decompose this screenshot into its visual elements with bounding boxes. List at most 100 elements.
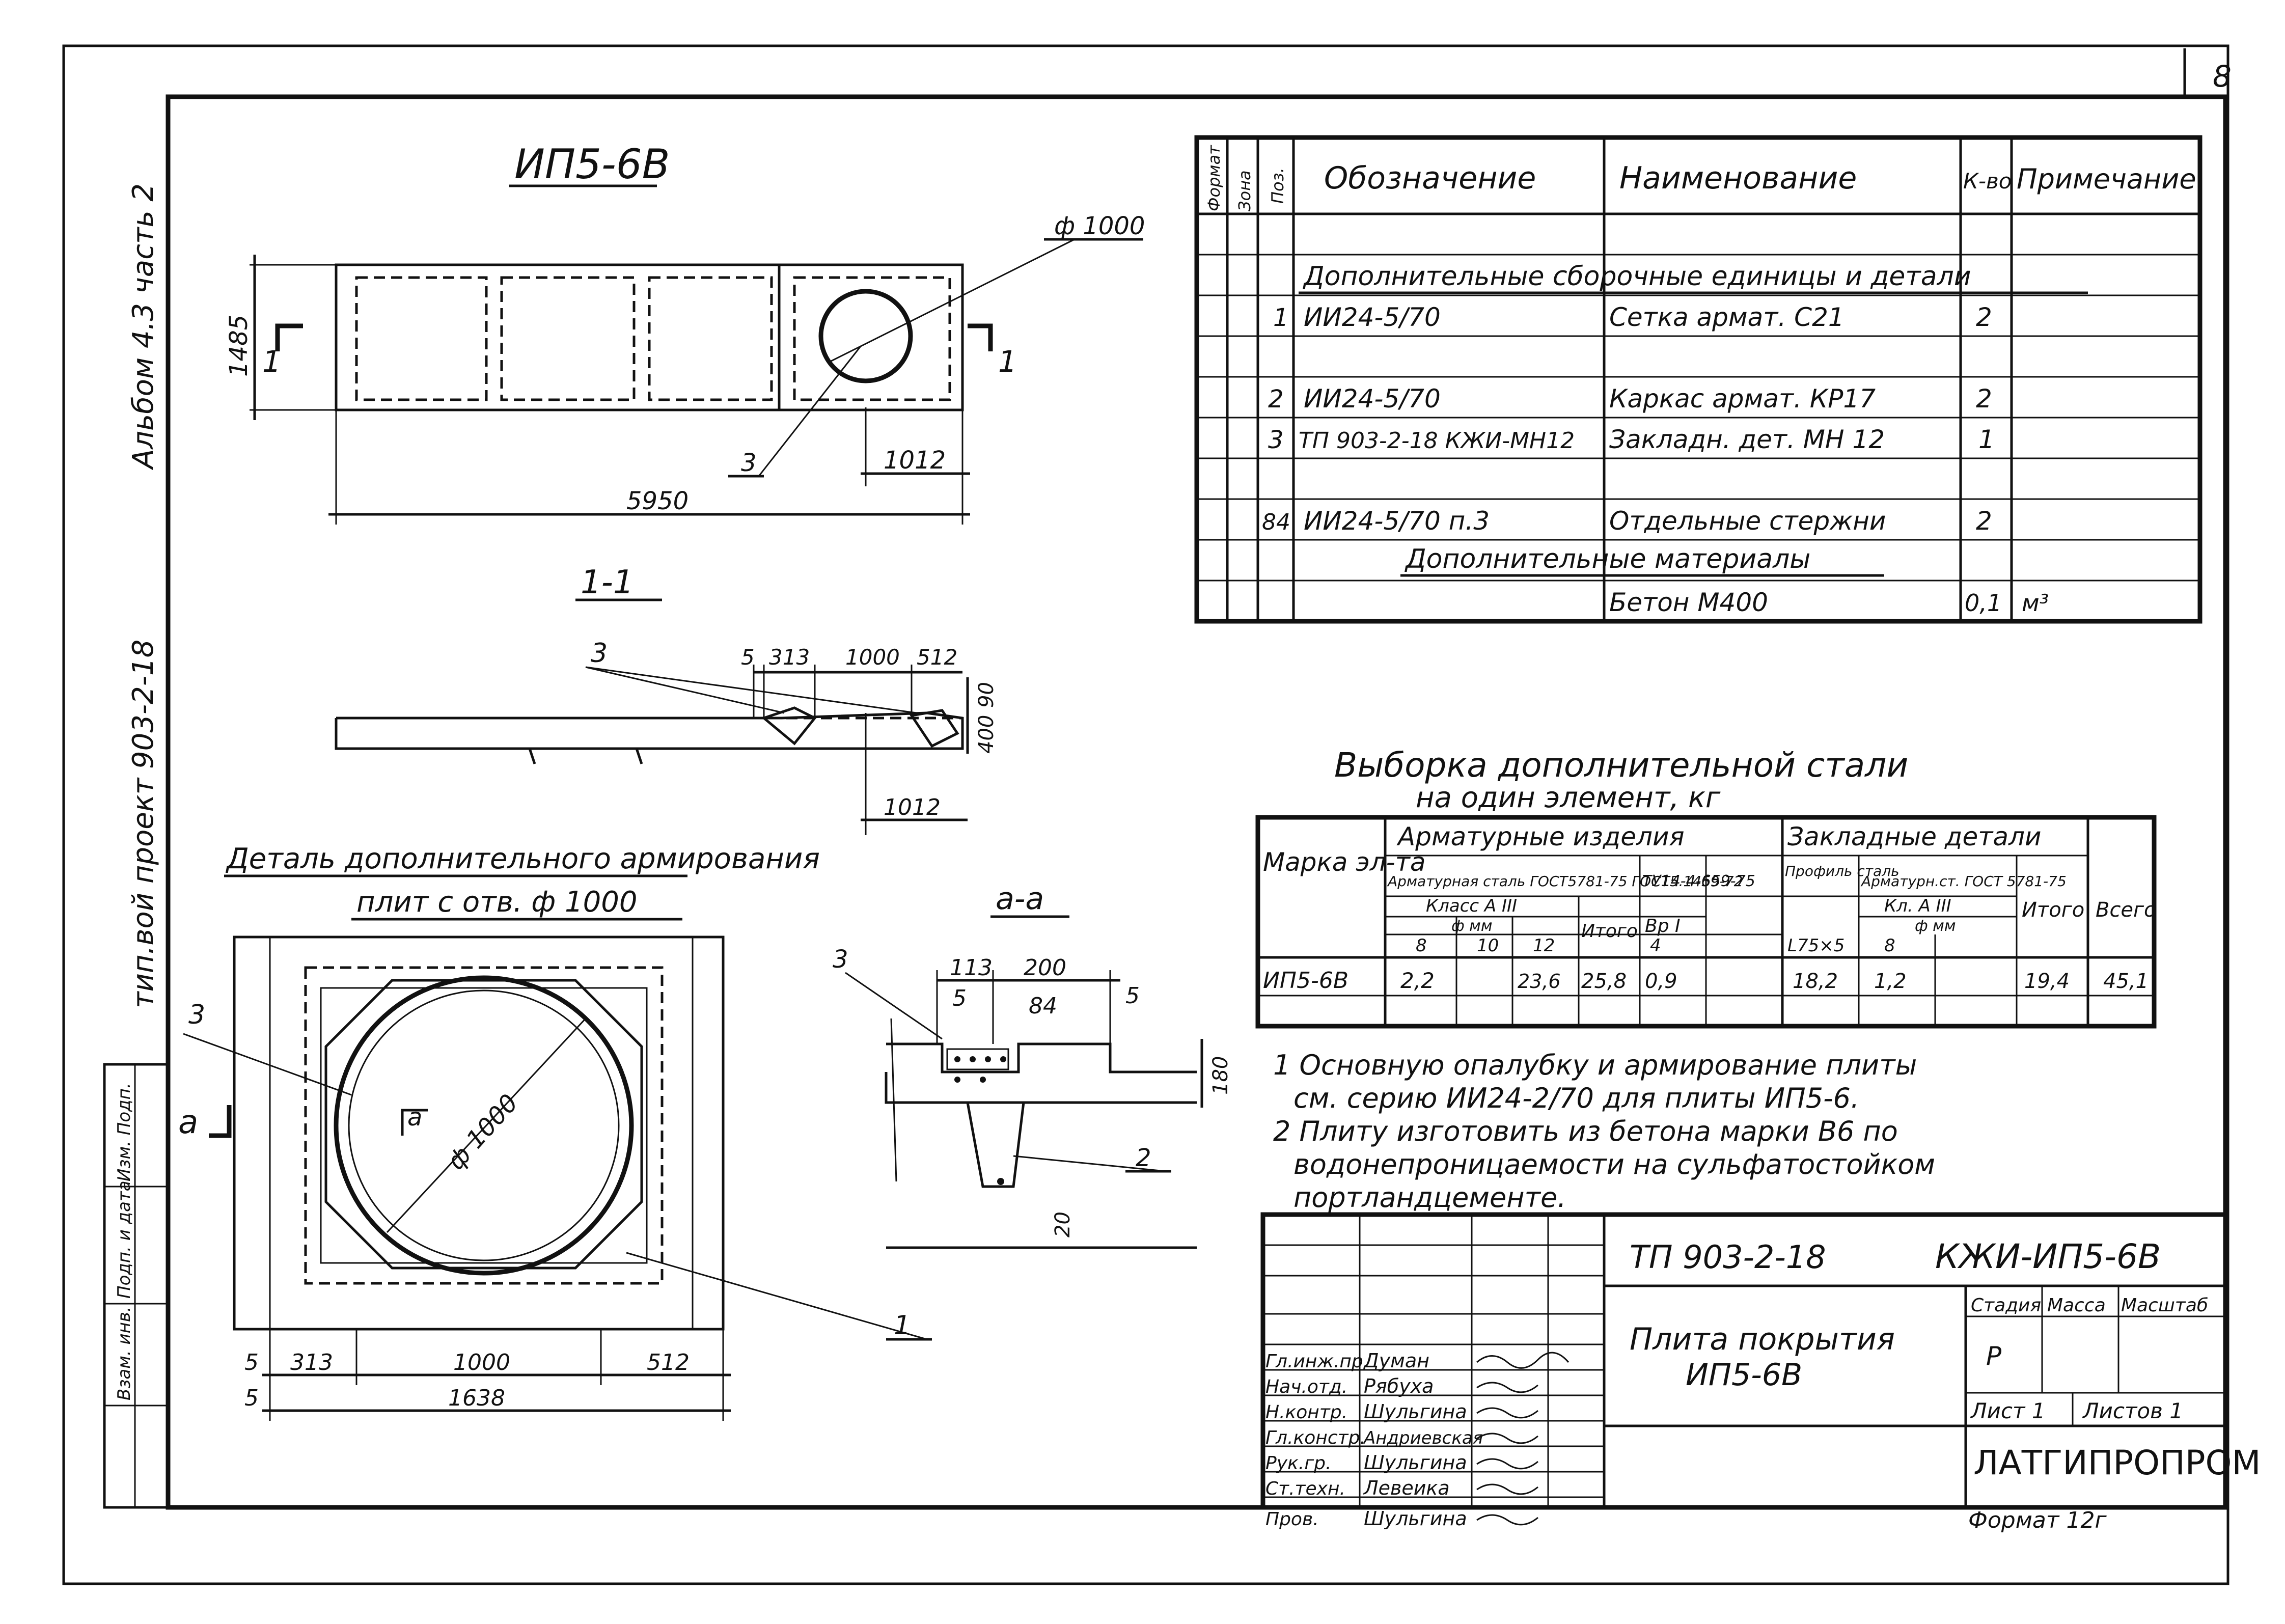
detail-frame (233, 935, 725, 1331)
svg-text:Андриевская: Андриевская (1363, 1428, 1483, 1448)
svg-text:Нач.отд.: Нач.отд. (1265, 1377, 1347, 1397)
svg-text:Гл.инж.пр.: Гл.инж.пр. (1265, 1351, 1369, 1372)
svg-text:Листов 1: Листов 1 (2082, 1398, 2183, 1423)
svg-text:Шульгина: Шульгина (1364, 1507, 1467, 1530)
svg-text:0,9: 0,9 (1645, 970, 1677, 993)
svg-text:18,2: 18,2 (1793, 970, 1838, 993)
svg-text:1 Основную опалубку и армирова: 1 Основную опалубку и армирование плиты (1273, 1049, 1917, 1081)
svg-text:3: 3 (833, 945, 848, 974)
svg-text:водонепроницаемости на сульфат: водонепроницаемости на сульфатостойком (1293, 1148, 1935, 1180)
steel-table: Выборка дополнительной стали на один эле… (1255, 746, 2157, 1029)
svg-text:2,2: 2,2 (1400, 968, 1435, 993)
svg-text:Итого: Итого (1581, 921, 1638, 942)
svg-text:1: 1 (998, 344, 1017, 379)
svg-text:1000: 1000 (453, 1350, 510, 1375)
steel-title-2: на один элемент, кг (1416, 781, 1721, 814)
svg-text:Кл. А III: Кл. А III (1884, 896, 1951, 916)
svg-text:Лист 1: Лист 1 (1970, 1398, 2046, 1423)
svg-text:1638: 1638 (448, 1385, 505, 1411)
svg-text:Взам. инв.: Взам. инв. (114, 1306, 134, 1400)
svg-text:Шульгина: Шульгина (1364, 1451, 1467, 1474)
svg-text:Класс А III: Класс А III (1426, 896, 1517, 916)
svg-text:5: 5 (244, 1385, 259, 1411)
svg-text:ф мм: ф мм (1451, 917, 1492, 935)
svg-text:Подп. и дата: Подп. и дата (114, 1180, 134, 1299)
svg-text:5: 5 (741, 645, 755, 670)
svg-text:10: 10 (1477, 935, 1499, 956)
svg-text:8: 8 (1884, 935, 1895, 956)
svg-text:2: 2 (1976, 506, 1992, 536)
svg-text:Итого: Итого (2022, 898, 2084, 922)
svg-text:Закладн. дет. МН 12: Закладн. дет. МН 12 (1609, 425, 1885, 454)
svg-text:2: 2 (1976, 384, 1992, 414)
svg-text:5950: 5950 (626, 487, 689, 515)
svg-text:Масса: Масса (2047, 1295, 2106, 1316)
rebar-dots (954, 1056, 1006, 1185)
section-a-a: а-а 3 2 113 200 5 84 5 180 20 (833, 881, 1232, 1249)
inner-frame (166, 94, 2228, 1510)
hole-circle (818, 289, 913, 383)
svg-text:Формат: Формат (1204, 145, 1224, 211)
side-stamp (103, 1063, 170, 1509)
plan-title: ИП5-6В (514, 141, 670, 188)
svg-text:Примечание: Примечание (2017, 163, 2196, 195)
svg-text:Думан: Думан (1363, 1350, 1429, 1372)
svg-text:5: 5 (952, 985, 967, 1011)
svg-text:ф мм: ф мм (1915, 917, 1956, 935)
svg-text:Наименование: Наименование (1619, 160, 1857, 196)
svg-text:2: 2 (1976, 302, 1992, 332)
svg-text:Закладные детали: Закладные детали (1787, 822, 2041, 851)
svg-text:портландцементе.: портландцементе. (1293, 1181, 1566, 1214)
tb-name-1: Плита покрытия (1630, 1322, 1895, 1357)
svg-text:512: 512 (917, 645, 957, 670)
svg-text:Левеика: Левеика (1363, 1477, 1450, 1499)
spec-section-2: Дополнительные материалы (1405, 544, 1810, 574)
svg-text:ф 1000: ф 1000 (442, 1089, 524, 1175)
tb-org: ЛАТГИПРОПРОМ (1973, 1443, 2261, 1482)
svg-text:3: 3 (591, 638, 608, 669)
section-1-1: 1-1 3 5 313 1000 512 90 400 1012 (335, 564, 998, 835)
svg-text:313: 313 (769, 645, 810, 670)
svg-text:Арматурные изделия: Арматурные изделия (1396, 822, 1685, 851)
svg-text:2: 2 (1268, 385, 1284, 414)
detail-hole (334, 975, 634, 1276)
svg-text:Масштаб: Масштаб (2121, 1295, 2208, 1316)
svg-text:12: 12 (1533, 935, 1555, 956)
detail-title-2: плит с отв. ф 1000 (356, 886, 638, 919)
svg-text:Обозначение: Обозначение (1324, 160, 1536, 196)
svg-text:84: 84 (1029, 993, 1057, 1019)
svg-text:Ст.техн.: Ст.техн. (1265, 1478, 1345, 1499)
section11-title: 1-1 (581, 564, 634, 601)
svg-text:1012: 1012 (884, 794, 941, 820)
svg-text:0,1: 0,1 (1965, 589, 2002, 617)
svg-text:3: 3 (741, 449, 757, 477)
svg-text:Пров.: Пров. (1265, 1509, 1319, 1530)
svg-text:512: 512 (647, 1350, 690, 1375)
svg-text:L75×5: L75×5 (1787, 935, 1844, 956)
svg-text:2: 2 (1136, 1144, 1151, 1172)
svg-text:Зона: Зона (1235, 170, 1254, 211)
svg-text:Марка эл-та: Марка эл-та (1263, 847, 1425, 877)
svg-text:Формат 12г: Формат 12г (1968, 1507, 2107, 1533)
svg-text:Шульгина: Шульгина (1364, 1400, 1467, 1423)
svg-text:113: 113 (950, 955, 993, 981)
svg-text:Изм. Подп.: Изм. Подп. (114, 1083, 134, 1181)
outer-border (62, 44, 2229, 1585)
svg-text:180: 180 (1209, 1056, 1232, 1095)
svg-text:3: 3 (188, 1000, 205, 1030)
svg-text:200: 200 (1024, 955, 1066, 981)
tb-name-2: ИП5-6В (1686, 1357, 1802, 1393)
svg-text:Н.контр.: Н.контр. (1265, 1402, 1347, 1423)
project-label: тип.вой проект 903-2-18 (127, 640, 160, 1008)
svg-text:1485: 1485 (225, 315, 253, 377)
svg-text:20: 20 (1051, 1212, 1075, 1237)
svg-text:Вр I: Вр I (1645, 916, 1681, 937)
reinforcement-detail: Деталь дополнительного армирования плит … (178, 842, 932, 1421)
svg-text:а: а (178, 1104, 198, 1141)
svg-text:Сетка армат. С21: Сетка армат. С21 (1609, 302, 1844, 332)
svg-text:4: 4 (1650, 935, 1661, 956)
svg-text:Всего: Всего (2096, 898, 2157, 922)
svg-text:ИИ24-5/70: ИИ24-5/70 (1304, 384, 1441, 414)
signatures (1476, 1352, 1570, 1526)
